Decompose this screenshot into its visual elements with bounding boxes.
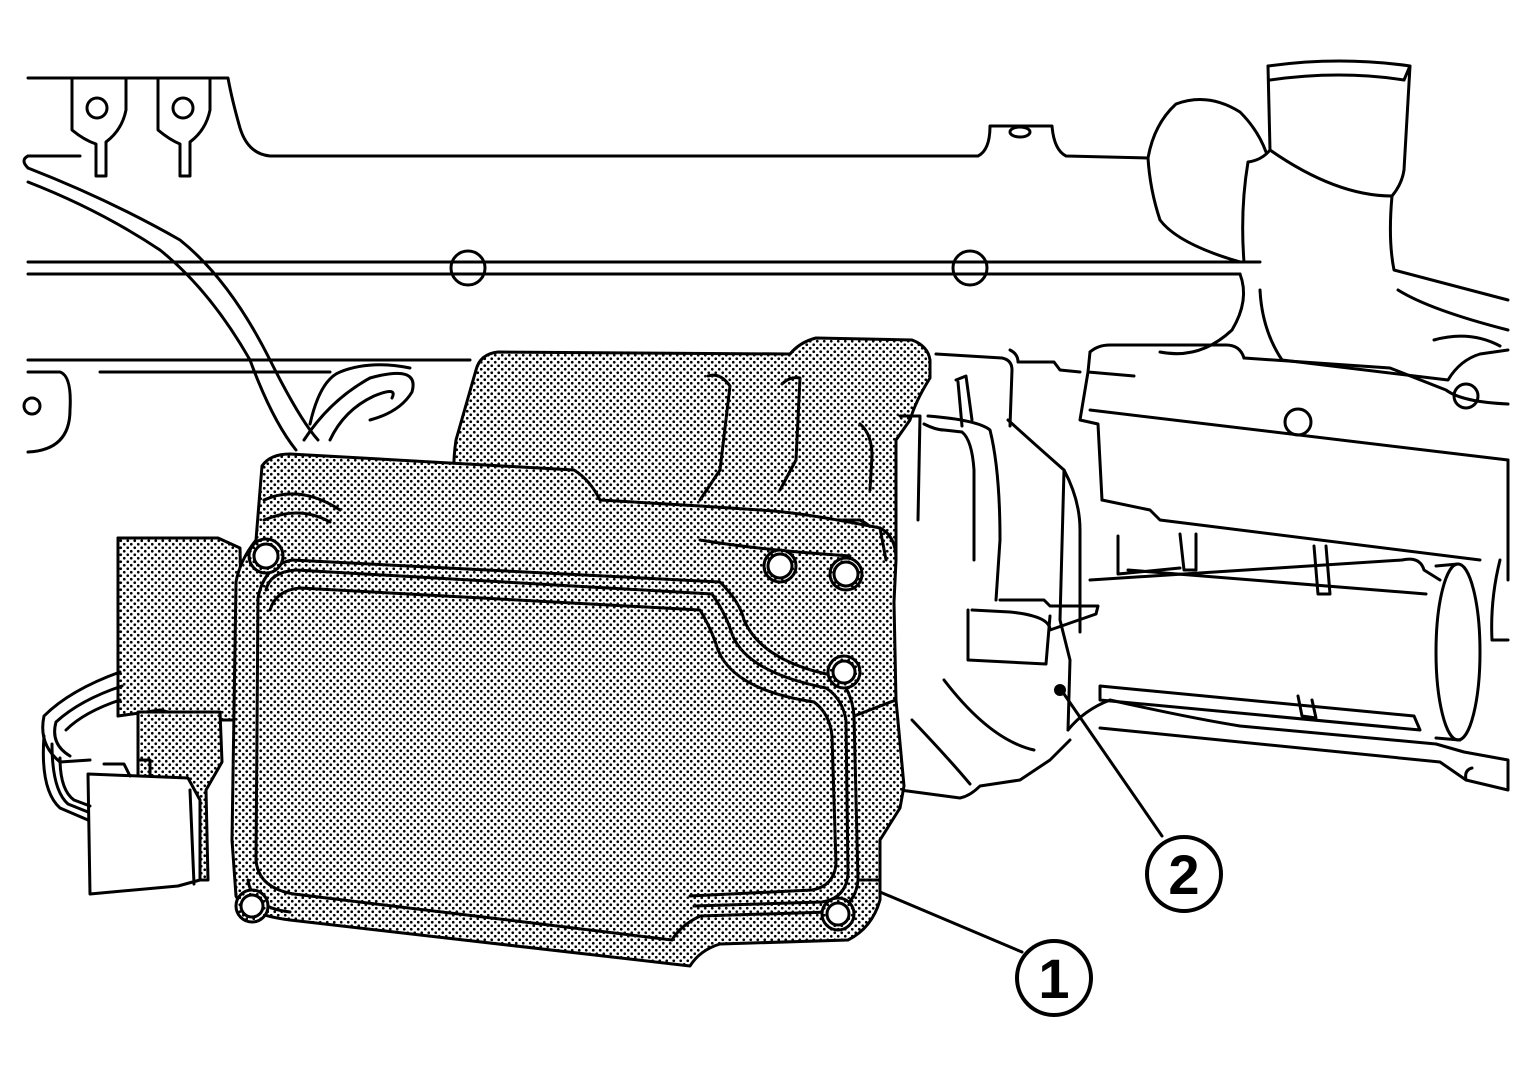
- actuator-cover: [230, 452, 906, 968]
- right-housing: [1006, 59, 1510, 792]
- callout-2: 2: [1145, 835, 1223, 913]
- callout-1: 1: [1015, 939, 1093, 1017]
- callout-1-label: 1: [1038, 947, 1069, 1010]
- mounting-flange: [898, 352, 1100, 800]
- callout-leaders: [878, 692, 1164, 954]
- wire-harness: [248, 358, 415, 452]
- callout-2-marker-dot: [1054, 684, 1066, 696]
- callout-2-label: 2: [1168, 843, 1199, 906]
- left-connector: [41, 536, 246, 896]
